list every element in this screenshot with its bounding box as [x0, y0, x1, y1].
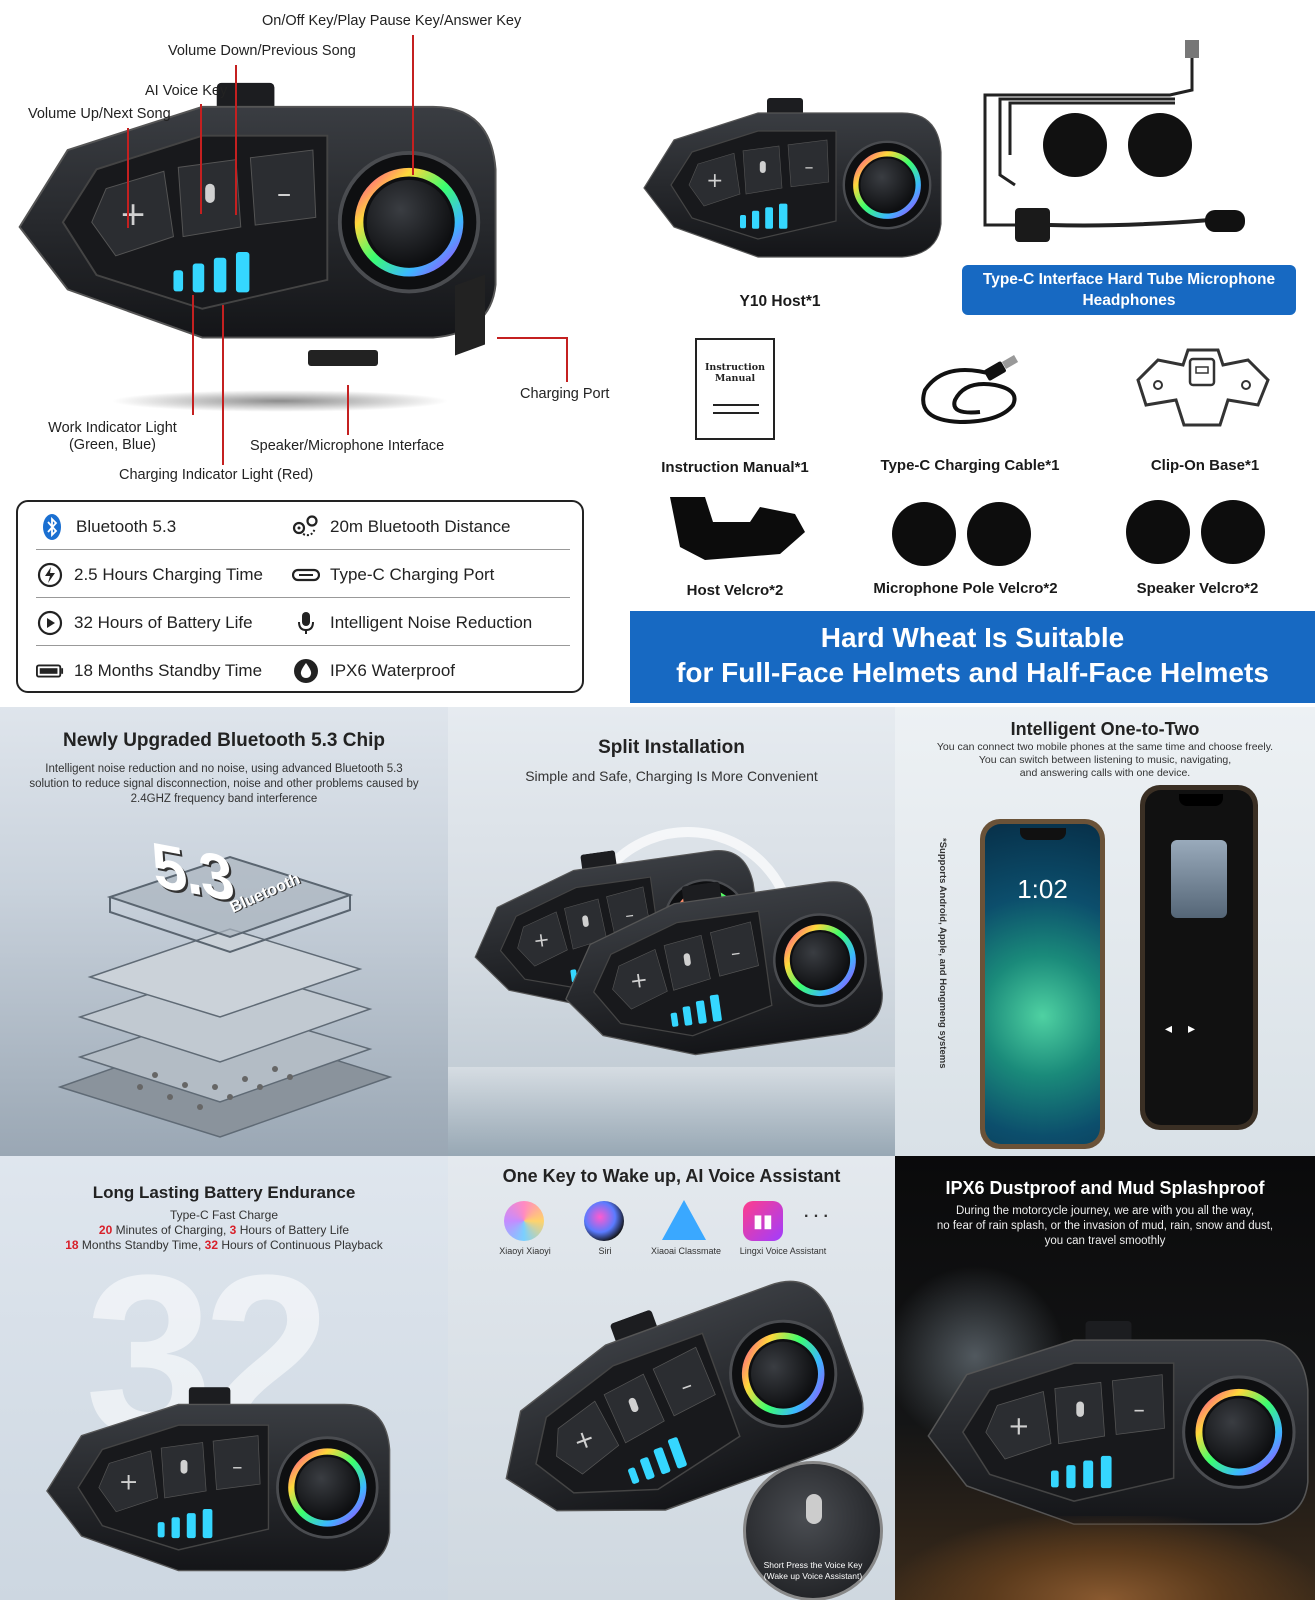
ai-voice-key-label: AI Voice Key	[145, 83, 228, 99]
battery-panel: Long Lasting Battery Endurance Type-C Fa…	[0, 1156, 448, 1600]
work-indicator-label: Work Indicator Light (Green, Blue)	[48, 420, 177, 453]
microphone-icon	[292, 609, 320, 637]
distance-icon	[292, 513, 320, 541]
host-velcro-image	[670, 497, 805, 560]
lingxi-icon: ▮▮	[743, 1201, 783, 1241]
mic-velcro-label: Microphone Pole Velcro*2	[873, 580, 1058, 597]
charging-time-icon	[36, 561, 64, 589]
base-label: Clip-On Base*1	[1150, 457, 1260, 474]
callout-line	[497, 337, 567, 339]
mic-velcro-1	[892, 502, 956, 566]
battery-device-image	[40, 1386, 400, 1596]
speaker-velcro-1	[1126, 500, 1190, 564]
spec-row: 18 Months Standby Time IPX6 Waterproof	[36, 648, 570, 694]
host-label: Y10 Host*1	[739, 293, 821, 310]
spec-item: Type-C Charging Port	[292, 560, 494, 590]
clip-tab	[308, 350, 378, 366]
y10-host-image	[638, 98, 950, 278]
xiaoyi-icon	[504, 1201, 544, 1241]
charging-cable-image	[921, 355, 1019, 425]
xiaoai-icon	[662, 1200, 706, 1240]
mud-splash	[895, 1516, 1315, 1600]
callout-line	[566, 337, 568, 382]
phone-clock: 1:02	[1017, 874, 1068, 904]
callout-line	[127, 128, 129, 228]
spec-item: 2.5 Hours Charging Time	[36, 560, 263, 590]
callout-line	[192, 295, 194, 415]
water-surface	[448, 1067, 895, 1156]
headphones-image	[983, 40, 1245, 242]
ipx6-panel: IPX6 Dustproof and Mud Splashproof Durin…	[895, 1156, 1315, 1600]
clip-on-base-image	[1136, 348, 1270, 427]
manual-label: Instruction Manual*1	[661, 459, 809, 476]
charging-indicator-label: Charging Indicator Light (Red)	[119, 467, 314, 483]
side-note-wrap: *Supports Android, Apple, and Hongmeng s…	[937, 838, 948, 1098]
device-shadow	[110, 390, 450, 412]
split-panel: Split Installation Simple and Safe, Char…	[448, 707, 895, 1156]
charging-port-label: Charging Port	[520, 386, 610, 402]
helmet-banner: Hard Wheat Is Suitable for Full-Face Hel…	[630, 611, 1315, 703]
water-drop-icon	[292, 657, 320, 685]
bluetooth-icon	[38, 513, 66, 541]
on-off-key-label: On/Off Key/Play Pause Key/Answer Key	[262, 13, 522, 29]
more-assistants: · · ·	[804, 1208, 829, 1225]
callout-line	[222, 305, 224, 465]
callout-line	[347, 385, 349, 435]
headphones-label-box: Type-C Interface Hard Tube Microphone He…	[962, 265, 1296, 315]
speaker-interface-label: Speaker/Microphone Interface	[250, 438, 445, 454]
volume-down-label: Volume Down/Previous Song	[168, 43, 356, 59]
main-device-image	[10, 82, 510, 372]
spec-box: Bluetooth 5.3 20m Bluetooth Distance 2.5…	[16, 500, 584, 693]
spec-row: 32 Hours of Battery Life Intelligent Noi…	[36, 600, 570, 646]
phone-right: ◂▸	[1140, 785, 1258, 1130]
phone-left: 1:02	[980, 819, 1105, 1149]
callout-line	[235, 65, 237, 215]
spec-item: Intelligent Noise Reduction	[292, 608, 532, 638]
spec-row: 2.5 Hours Charging Time Type-C Charging …	[36, 552, 570, 598]
speaker-velcro-label: Speaker Velcro*2	[1136, 580, 1259, 597]
callout-line	[200, 104, 202, 214]
compat-note: *Supports Android, Apple, and Hongmeng s…	[937, 838, 948, 1069]
cable-label: Type-C Charging Cable*1	[880, 457, 1060, 474]
spec-item: Bluetooth 5.3	[38, 512, 176, 542]
instruction-manual-image: Instruction Manual	[695, 338, 775, 440]
siri-icon	[584, 1201, 624, 1241]
spec-item: 18 Months Standby Time	[36, 656, 262, 686]
spec-item: 20m Bluetooth Distance	[292, 512, 511, 542]
voice-panel: One Key to Wake up, AI Voice Assistant ▮…	[448, 1156, 895, 1600]
charging-port-tab	[455, 274, 485, 356]
voice-key-zoom: Short Press the Voice Key (Wake up Voice…	[743, 1461, 883, 1600]
battery-icon	[36, 657, 64, 685]
callout-line	[412, 35, 414, 175]
spec-item: 32 Hours of Battery Life	[36, 608, 253, 638]
volume-up-label: Volume Up/Next Song	[28, 106, 171, 122]
chip-panel: Newly Upgraded Bluetooth 5.3 Chip Intell…	[0, 707, 448, 1156]
mic-velcro-2	[967, 502, 1031, 566]
spec-item: IPX6 Waterproof	[292, 656, 455, 686]
speaker-velcro-2	[1201, 500, 1265, 564]
usb-c-icon	[292, 561, 320, 589]
play-icon	[36, 609, 64, 637]
chip-stack-image	[57, 855, 393, 1138]
host-velcro-label: Host Velcro*2	[686, 582, 784, 599]
spec-row: Bluetooth 5.3 20m Bluetooth Distance	[36, 504, 570, 550]
one-to-two-panel: Intelligent One-to-Two You can connect t…	[895, 707, 1315, 1156]
